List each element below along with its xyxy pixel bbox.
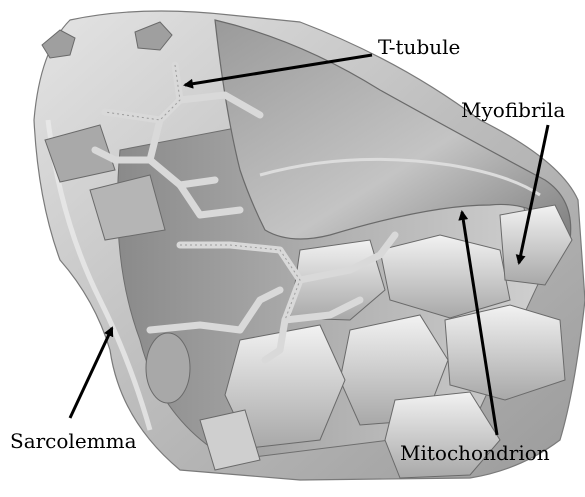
sarcolemma-arrow: [70, 328, 112, 418]
myofibrila-label: Myofibrila: [461, 100, 565, 120]
t-tubule-label: T-tubule: [378, 37, 460, 57]
membrane-opening: [146, 333, 190, 403]
sarcolemma-label: Sarcolemma: [10, 431, 137, 451]
mitochondrion-label: Mitochondrion: [400, 443, 550, 463]
